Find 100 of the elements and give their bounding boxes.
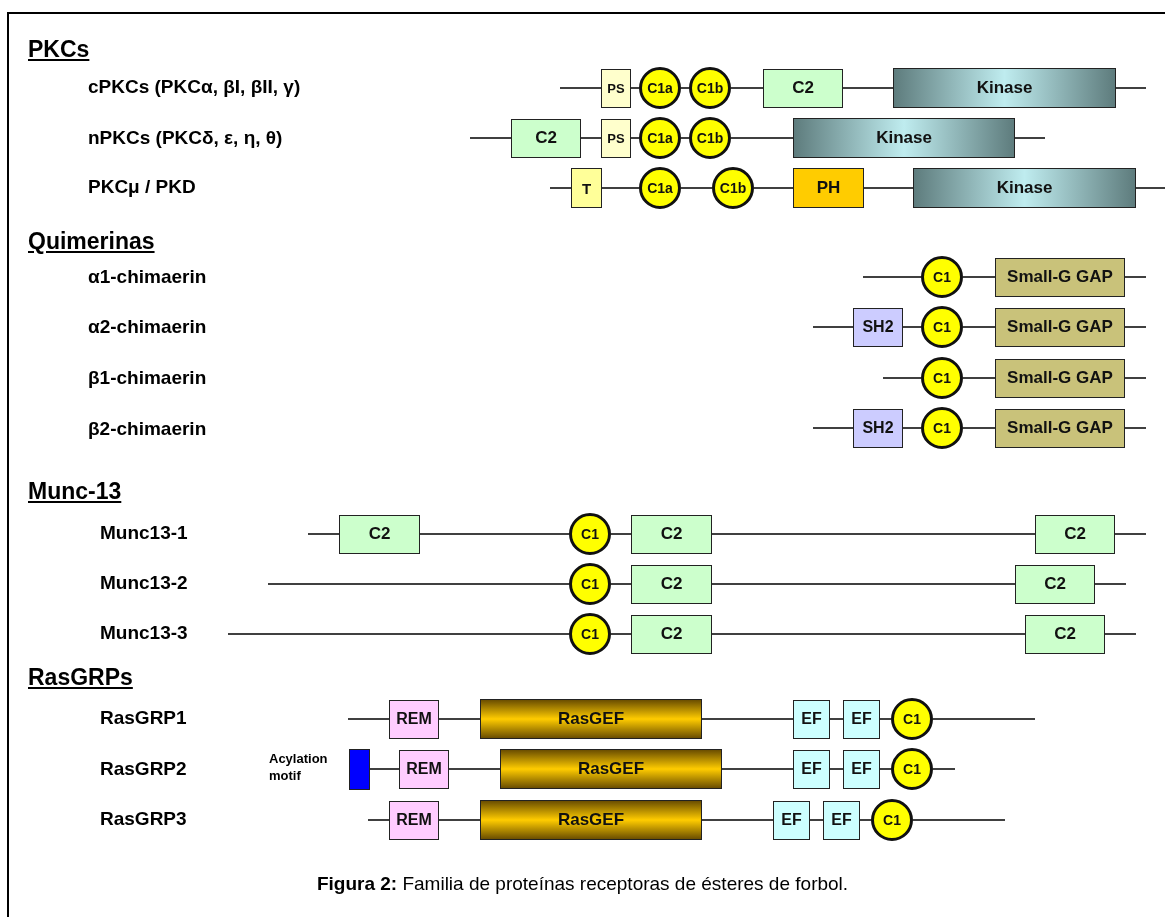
backbone-line: [680, 137, 690, 139]
backbone-line: [809, 819, 824, 821]
backbone-line: [601, 187, 640, 189]
backbone-line: [812, 326, 854, 328]
domain-label: Kinase: [976, 78, 1033, 98]
backbone-line: [730, 87, 764, 89]
domain-label: RasGEF: [557, 810, 625, 830]
domain-box: [843, 749, 880, 789]
protein-name: Munc13-3: [100, 622, 188, 644]
domain-label: SH2: [862, 318, 894, 336]
c1-domain-circle: [639, 67, 681, 109]
domain-box: [995, 408, 1125, 448]
backbone-line: [227, 633, 570, 635]
domain-box: [793, 168, 864, 208]
protein-name: α2-chimaerin: [88, 316, 207, 338]
c1-domain-circle: [569, 613, 611, 655]
acylation-motif-bar: [349, 748, 370, 790]
backbone-line: [1094, 583, 1127, 585]
protein-name: α1-chimaerin: [88, 266, 207, 288]
backbone-line: [863, 187, 914, 189]
domain-label: RasGEF: [557, 709, 625, 729]
backbone-line: [842, 87, 894, 89]
backbone-line: [730, 137, 794, 139]
backbone-line: [879, 718, 892, 720]
backbone-line: [1014, 137, 1046, 139]
domain-box: [399, 749, 449, 789]
backbone-line: [610, 583, 632, 585]
domain-label: EF: [801, 760, 822, 778]
c1-domain-circle: [689, 67, 731, 109]
backbone-line: [367, 819, 390, 821]
c1-domain-circle: [639, 117, 681, 159]
backbone-line: [1124, 427, 1147, 429]
domain-box: [843, 699, 880, 739]
domain-label: Small-G GAP: [1007, 368, 1113, 388]
c1-domain-circle: [569, 563, 611, 605]
annotation-text: Acylation motif: [269, 749, 329, 784]
backbone-line: [438, 819, 481, 821]
protein-name: nPKCs (PKCδ, ε, η, θ): [88, 127, 283, 149]
backbone-line: [1114, 533, 1147, 535]
domain-box: [511, 118, 581, 158]
backbone-line: [630, 87, 640, 89]
domain-label: C1a: [647, 80, 673, 96]
domain-box: [773, 800, 810, 840]
domain-label: EF: [851, 710, 872, 728]
domain-label: C2: [660, 574, 683, 594]
section-heading: PKCs: [28, 36, 90, 63]
backbone-line: [962, 326, 996, 328]
backbone-line: [859, 819, 872, 821]
protein-name: β1-chimaerin: [88, 367, 207, 389]
domain-box: [601, 118, 631, 158]
domain-box: [389, 699, 439, 739]
protein-name: RasGRP1: [100, 707, 187, 729]
backbone-line: [680, 87, 690, 89]
domain-label: EF: [781, 811, 802, 829]
kinase-domain-box: [913, 168, 1136, 208]
backbone-line: [1115, 87, 1147, 89]
backbone-line: [1124, 377, 1147, 379]
backbone-line: [267, 583, 570, 585]
domain-box: [853, 307, 903, 347]
backbone-line: [438, 718, 481, 720]
backbone-line: [347, 718, 390, 720]
domain-box: [823, 800, 860, 840]
domain-label: EF: [801, 710, 822, 728]
backbone-line: [1124, 326, 1147, 328]
protein-name: Munc13-1: [100, 522, 188, 544]
domain-box: [601, 68, 631, 108]
domain-label: C1: [933, 319, 951, 335]
domain-box: [1035, 514, 1115, 554]
domain-label: C1: [581, 526, 599, 542]
backbone-line: [369, 768, 400, 770]
domain-label: RasGEF: [577, 759, 645, 779]
rasgef-domain-box: [480, 699, 702, 739]
backbone-line: [829, 768, 844, 770]
backbone-line: [680, 187, 713, 189]
backbone-line: [932, 718, 1036, 720]
domain-box: [631, 614, 712, 654]
c1-domain-circle: [921, 306, 963, 348]
domain-label: C1: [933, 269, 951, 285]
backbone-line: [1124, 276, 1147, 278]
domain-box: [763, 68, 843, 108]
backbone-line: [753, 187, 794, 189]
domain-label: T: [581, 179, 592, 197]
domain-label: Small-G GAP: [1007, 317, 1113, 337]
domain-label: Small-G GAP: [1007, 267, 1113, 287]
section-heading: Quimerinas: [28, 228, 155, 255]
rasgef-domain-box: [480, 800, 702, 840]
backbone-line: [902, 326, 922, 328]
c1-domain-circle: [712, 167, 754, 209]
domain-box: [631, 564, 712, 604]
domain-label: C1a: [647, 180, 673, 196]
backbone-line: [711, 583, 1016, 585]
domain-box: [995, 257, 1125, 297]
domain-box: [793, 699, 830, 739]
backbone-line: [912, 819, 1006, 821]
domain-label: C1: [883, 812, 901, 828]
domain-box: [793, 749, 830, 789]
protein-name: β2-chimaerin: [88, 418, 207, 440]
domain-label: C1a: [647, 130, 673, 146]
figure-caption: Figura 2: Familia de proteínas receptoras de ésteres de forbol.: [316, 873, 849, 894]
domain-label: PS: [607, 130, 625, 146]
